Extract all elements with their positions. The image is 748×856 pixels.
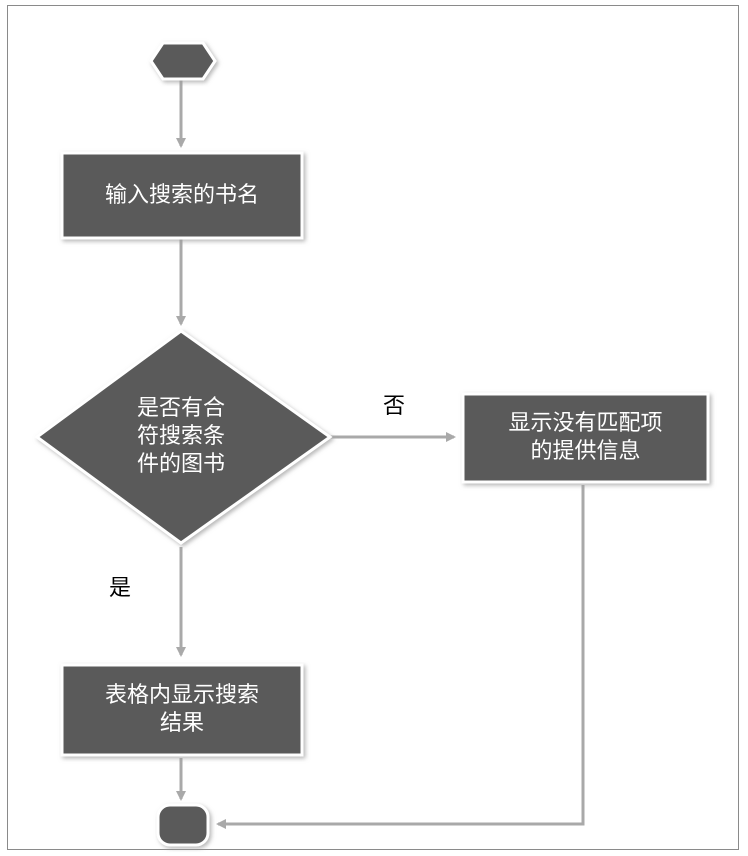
decision-line-1: 是否有合 <box>136 396 225 421</box>
input-node <box>60 151 304 240</box>
no-result-node-label: 显示没有匹配项 的提供信息 <box>463 394 708 482</box>
end-node <box>156 803 210 847</box>
arrow-noresult-to-end <box>216 485 585 829</box>
start-node <box>149 41 217 81</box>
decision-node <box>34 329 333 545</box>
show-results-node-label: 表格内显示搜索 结果 <box>62 665 302 755</box>
input-node-label: 输入搜索的书名 <box>62 153 302 238</box>
show-results-line-1: 表格内显示搜索 <box>104 683 259 708</box>
branch-label-no: 否 <box>383 394 406 419</box>
no-result-line-1: 显示没有匹配项 <box>508 411 663 436</box>
no-result-line-2: 的提供信息 <box>530 439 641 464</box>
decision-line-3: 件的图书 <box>136 452 225 477</box>
decision-node-label: 是否有合 符搜索条 件的图书 <box>90 385 272 489</box>
branch-label-yes: 是 <box>109 576 132 601</box>
input-node-text: 输入搜索的书名 <box>104 182 259 208</box>
show-results-line-2: 结果 <box>159 711 204 736</box>
show-results-node <box>60 663 304 757</box>
no-result-node <box>461 392 710 484</box>
decision-line-2: 符搜索条 <box>136 424 225 449</box>
